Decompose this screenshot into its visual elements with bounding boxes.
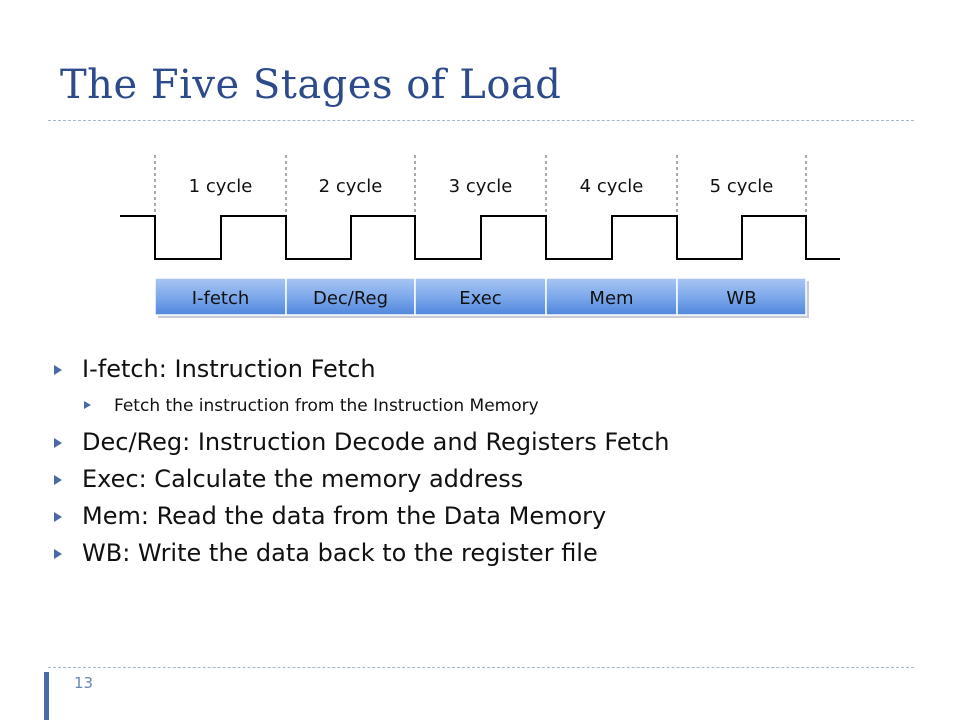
bullet-item: I-fetch: Instruction Fetch xyxy=(46,351,906,388)
stage-boxes: I-fetch Dec/Reg Exec Mem WB xyxy=(154,277,809,318)
bullet-arrow-icon xyxy=(54,365,62,375)
bullet-arrow-icon xyxy=(54,438,62,448)
sub-bullet-item: Fetch the instruction from the Instructi… xyxy=(76,388,906,424)
bullet-text: WB: Write the data back to the register … xyxy=(82,539,598,567)
stage-box: Exec xyxy=(414,277,549,318)
stage-box-fill xyxy=(414,277,547,316)
stage-box: Mem xyxy=(545,277,680,318)
cycle-label: 2 cycle xyxy=(319,176,383,197)
bullet-item: Exec: Calculate the memory address xyxy=(46,461,906,498)
cycle-label: 1 cycle xyxy=(189,176,253,197)
bullet-text: Mem: Read the data from the Data Memory xyxy=(82,502,607,530)
stage-box: WB xyxy=(676,277,809,318)
bullet-item: Mem: Read the data from the Data Memory xyxy=(46,498,906,535)
bullet-arrow-icon xyxy=(54,475,62,485)
bullet-item: WB: Write the data back to the register … xyxy=(46,535,906,572)
footer-divider xyxy=(48,667,914,668)
slide-title: The Five Stages of Load xyxy=(60,62,562,108)
stage-label: I-fetch xyxy=(192,288,250,309)
stage-box-fill xyxy=(154,277,287,316)
footer-accent-bar xyxy=(44,672,49,720)
page-number: 13 xyxy=(74,674,94,692)
stage-label: Exec xyxy=(459,288,501,309)
cycle-label: 4 cycle xyxy=(580,176,644,197)
bullet-text: I-fetch: Instruction Fetch xyxy=(82,355,376,383)
stage-box-fill xyxy=(676,277,807,316)
stage-label: Dec/Reg xyxy=(313,288,388,309)
stage-label: WB xyxy=(726,288,756,309)
bullet-arrow-icon xyxy=(84,401,91,409)
stage-box: I-fetch xyxy=(154,277,289,318)
cycle-boundaries xyxy=(154,155,807,214)
cycle-labels: 1 cycle 2 cycle 3 cycle 4 cycle 5 cycle xyxy=(189,176,774,197)
bullet-text: Exec: Calculate the memory address xyxy=(82,465,524,493)
stage-box-fill xyxy=(545,277,678,316)
bullet-text: Fetch the instruction from the Instructi… xyxy=(114,396,539,416)
stage-box: Dec/Reg xyxy=(285,277,418,318)
bullet-text: Dec/Reg: Instruction Decode and Register… xyxy=(82,428,670,456)
cycle-label: 3 cycle xyxy=(449,176,513,197)
title-divider xyxy=(48,120,914,121)
bullet-arrow-icon xyxy=(54,549,62,559)
cycle-label: 5 cycle xyxy=(710,176,774,197)
bullet-arrow-icon xyxy=(54,512,62,522)
stage-label: Mem xyxy=(589,288,633,309)
bullet-item: Dec/Reg: Instruction Decode and Register… xyxy=(46,424,906,461)
clock-waveform xyxy=(120,215,840,260)
